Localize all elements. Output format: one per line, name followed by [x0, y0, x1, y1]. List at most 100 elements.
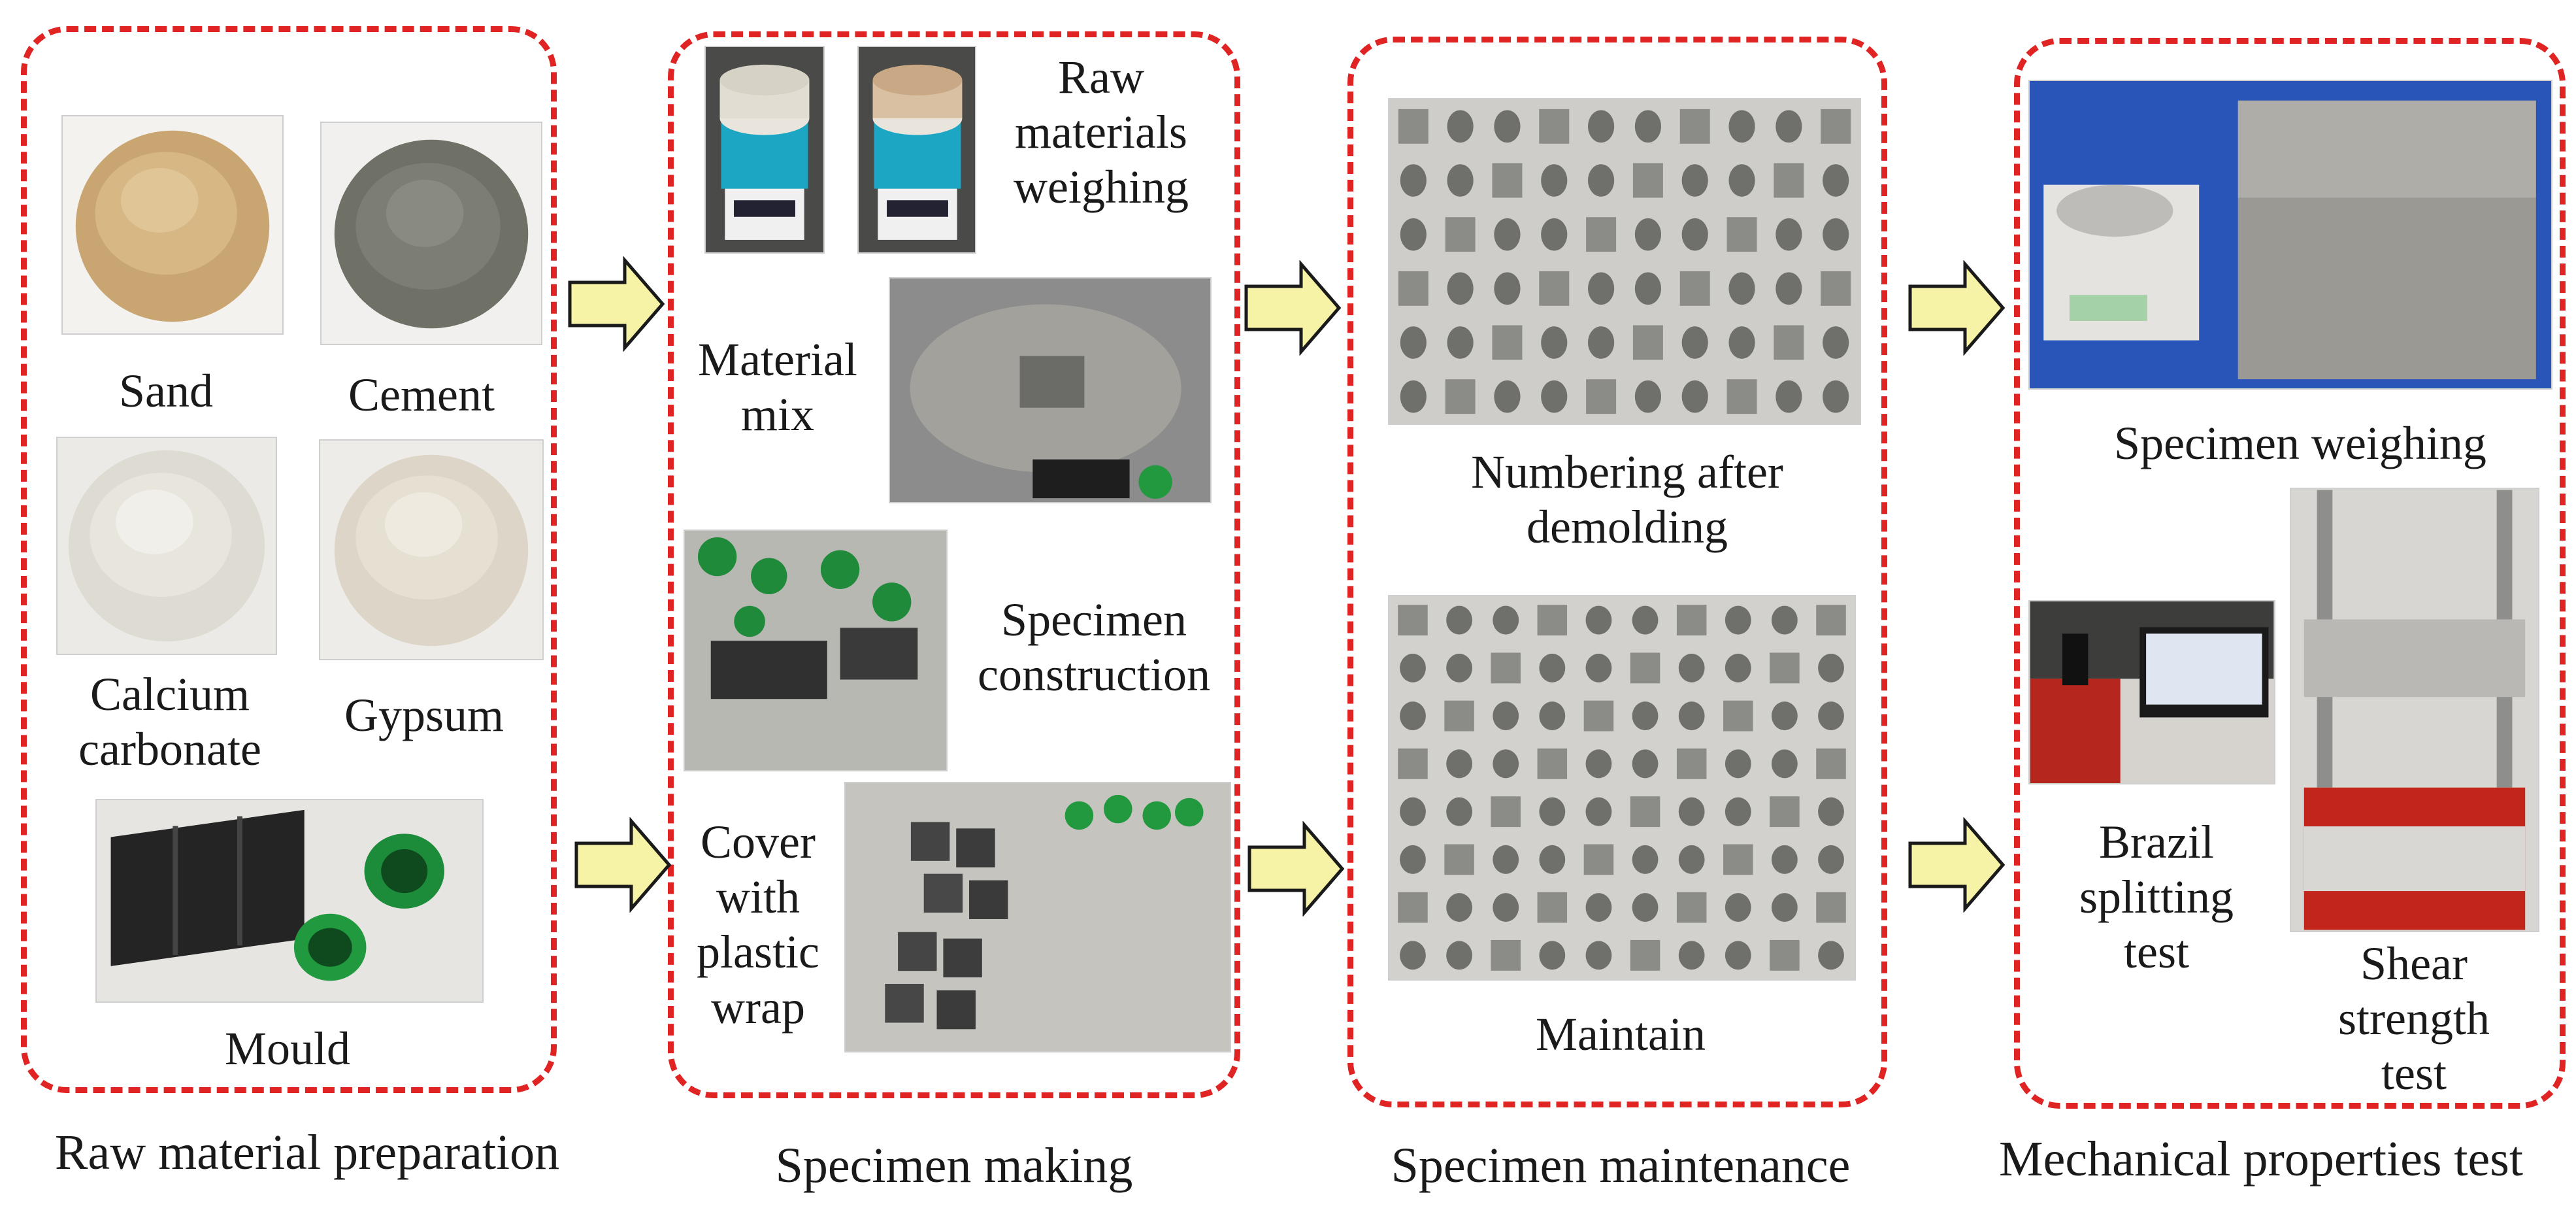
specimen-shape [1446, 605, 1473, 635]
specimen-shape [1398, 109, 1428, 144]
specimen-shape [1634, 380, 1662, 413]
specimen-shape [1541, 218, 1568, 251]
specimen-shape [1676, 605, 1707, 636]
specimen-shape [1493, 701, 1519, 731]
specimen-shape [1491, 939, 1521, 971]
specimen-shape [1818, 797, 1844, 826]
plastic-wrap-photo [844, 782, 1231, 1052]
label-specimen-construction: Specimen construction [978, 594, 1210, 701]
specimen-shape [1678, 797, 1705, 826]
panel-specimen-making [668, 31, 1240, 1098]
specimen-shape [1725, 941, 1751, 970]
specimen-shape [1816, 605, 1846, 636]
specimen-shape [1818, 653, 1844, 682]
specimen-shape [1678, 701, 1705, 731]
shear-strength-machine-photo [2290, 488, 2539, 932]
specimen-shape [1400, 701, 1426, 731]
specimen-shape [1494, 380, 1521, 413]
specimen-shape [1726, 217, 1757, 252]
specimen-shape [1823, 380, 1849, 413]
scale-weighing-photo-1 [704, 46, 825, 254]
specimen-shape [1492, 163, 1523, 198]
specimen-shape [1634, 218, 1662, 251]
label-cement: Cement [348, 369, 495, 421]
specimen-shape [1447, 272, 1474, 305]
flow-arrow-icon [1907, 817, 2006, 913]
specimen-shape [1775, 110, 1802, 143]
specimen-shape [1398, 892, 1428, 923]
specimen-shape [1583, 844, 1614, 875]
specimen-shape [1493, 605, 1519, 635]
specimen-shape [1771, 701, 1798, 731]
material-mix-photo [889, 277, 1212, 503]
specimen-shape [1770, 939, 1800, 971]
specimen-shape [1585, 653, 1612, 682]
specimen-shape [1728, 272, 1755, 305]
specimen-shape [1818, 845, 1844, 874]
specimen-shape [1400, 380, 1427, 413]
specimen-shape [1775, 380, 1802, 413]
specimen-shape [1537, 748, 1568, 779]
label-material-mix: Material mix [698, 333, 857, 441]
specimen-shape [1586, 379, 1617, 414]
specimen-shape [1771, 749, 1798, 779]
specimen-shape [1681, 380, 1708, 413]
stage-title-raw-material-preparation: Raw material preparation [54, 1125, 560, 1180]
specimen-shape [1630, 939, 1660, 971]
specimen-shape [1539, 845, 1566, 874]
specimen-shape [1446, 749, 1473, 779]
specimen-shape [1494, 272, 1521, 305]
specimen-shape [1681, 326, 1708, 359]
specimen-shape [1585, 893, 1612, 922]
label-calcium-carbonate: Calcium carbonate [78, 668, 261, 776]
specimen-shape [1539, 941, 1566, 970]
specimen-shape [1632, 701, 1659, 731]
specimen-shape [1630, 796, 1660, 828]
specimen-shape [1539, 271, 1570, 306]
specimen-shape [1725, 893, 1751, 922]
label-mould: Mould [224, 1022, 351, 1075]
specimen-shape [1774, 325, 1804, 360]
specimen-shape [1679, 109, 1710, 144]
specimen-shape [1816, 748, 1846, 779]
specimen-shape [1725, 749, 1751, 779]
label-cover-with-plastic-wrap: Cover with plastic wrap [697, 816, 819, 1034]
gypsum-photo [319, 439, 544, 660]
brazil-splitting-photo [2028, 600, 2275, 784]
specimen-shape [1728, 164, 1755, 197]
specimen-shape [1400, 941, 1426, 970]
specimen-shape [1493, 749, 1519, 779]
specimen-shape [1446, 797, 1473, 826]
specimen-shape [1676, 748, 1707, 779]
specimen-shape [1725, 605, 1751, 635]
specimen-shape [1491, 652, 1521, 684]
label-raw-materials-weighing: Raw materials weighing [1014, 51, 1189, 214]
specimen-shape [1818, 701, 1844, 731]
specimen-shape [1400, 653, 1426, 682]
specimen-shape [1681, 218, 1708, 251]
label-gypsum: Gypsum [344, 689, 504, 741]
specimen-shape [1444, 700, 1474, 732]
label-numbering-after-demolding: Numbering after demolding [1471, 446, 1783, 554]
flow-arrow-icon [1904, 260, 2009, 356]
specimen-shape [1492, 325, 1523, 360]
specimen-shape [1537, 605, 1568, 636]
label-brazil-splitting-test: Brazil splitting test [2079, 816, 2234, 979]
specimen-shape [1725, 797, 1751, 826]
specimen-shape [1678, 845, 1705, 874]
panel-specimen-maintenance [1347, 37, 1887, 1107]
specimen-shape [1678, 941, 1705, 970]
specimen-shape [1818, 941, 1844, 970]
specimen-shape [1400, 326, 1427, 359]
specimen-shape [1539, 653, 1566, 682]
specimen-shape [1775, 218, 1802, 251]
label-specimen-weighing: Specimen weighing [2114, 417, 2486, 469]
specimen-shape [1398, 605, 1428, 636]
specimen-shape [1541, 164, 1568, 197]
specimen-shape [1632, 605, 1659, 635]
specimen-shape [1821, 109, 1851, 144]
specimen-construction-photo [684, 530, 948, 771]
specimen-shape [1774, 163, 1804, 198]
specimen-shape [1723, 700, 1753, 732]
specimen-shape [1447, 326, 1474, 359]
